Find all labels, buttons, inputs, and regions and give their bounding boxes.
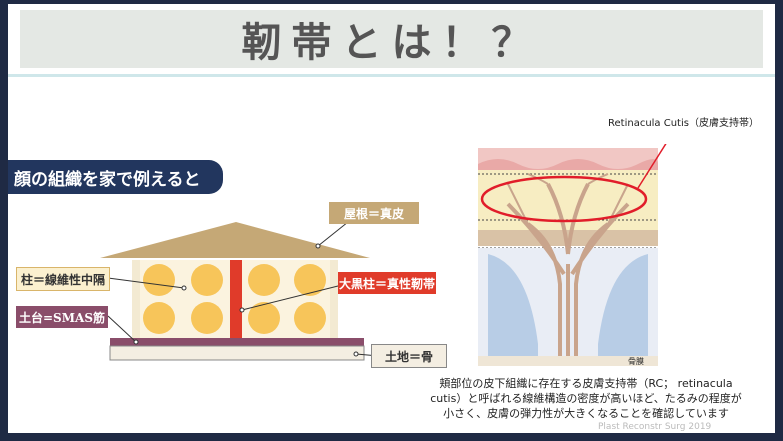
slide-title: 靭帯とは！？ (241, 20, 542, 66)
house-land (109, 345, 365, 361)
fiber-ball (248, 264, 280, 296)
house-pillar (330, 260, 338, 338)
title-bar: 靭帯とは！？ (20, 10, 763, 68)
house-pillar (132, 260, 140, 338)
caption-line: 小さく、皮膚の弾力性が大きくなることを確認しています (443, 407, 729, 420)
main-pillar (230, 260, 242, 340)
ligament-branches (507, 173, 629, 225)
rc-label: Retinacula Cutis（皮膚支持帯） (608, 118, 759, 129)
section-tag: 顔の組織を家で例えると (8, 160, 223, 194)
fiber-ball (143, 302, 175, 334)
pointer-main (241, 283, 347, 311)
title-divider (8, 74, 775, 77)
bone-layer (478, 356, 658, 366)
slide-frame: 靭帯とは！？ 顔の組織を家で例えると (8, 4, 775, 433)
fiber-ball (191, 264, 223, 296)
caption-line: 頬部位の皮下組織に存在する皮膚支持帯（RC； retinacula (439, 377, 733, 390)
pointer-dot (133, 339, 139, 345)
skin-anatomy-illustration: 骨膜 (478, 144, 667, 366)
label-pillar: 柱＝線維性中隔 (16, 267, 110, 291)
pointer-dot (239, 307, 245, 313)
label-sill: 土台=SMAS筋 (16, 306, 108, 328)
deep-fat-left (488, 254, 538, 366)
fiber-ball (143, 264, 175, 296)
citation: Plast Reconstr Surg 2019 (598, 422, 712, 432)
label-roof: 屋根＝真皮 (329, 202, 419, 224)
fiber-ball (248, 302, 280, 334)
fascia-layer (478, 230, 658, 246)
house-sill (110, 338, 364, 346)
bone-label: 骨膜 (628, 356, 644, 366)
fiber-ball (294, 302, 326, 334)
fiber-ball (191, 302, 223, 334)
pointer-sill (107, 315, 137, 343)
house-diagram (100, 221, 380, 361)
rc-leader-line (637, 144, 667, 189)
house-roof (100, 222, 370, 258)
caption: 頬部位の皮下組織に存在する皮膚支持帯（RC； retinacula cutis）… (416, 376, 756, 421)
epidermis-layer (478, 148, 658, 170)
dermis-wave (478, 159, 658, 170)
fiber-ball (294, 264, 326, 296)
pointer-pillar (107, 277, 185, 289)
pointer-dot (315, 243, 321, 249)
rc-highlight-ellipse (480, 175, 648, 223)
pointer-dot (353, 351, 359, 357)
label-main-pillar: 大黒柱＝真性靭帯 (338, 272, 436, 294)
pointer-roof (317, 221, 349, 247)
ligament-tree (506, 183, 630, 366)
caption-line: cutis）と呼ばれる線維構造の密度が高いほど、たるみの程度が (430, 392, 742, 405)
label-land: 土地＝骨 (371, 344, 447, 368)
pointer-dot (181, 285, 187, 291)
deep-fat-right (598, 254, 648, 366)
